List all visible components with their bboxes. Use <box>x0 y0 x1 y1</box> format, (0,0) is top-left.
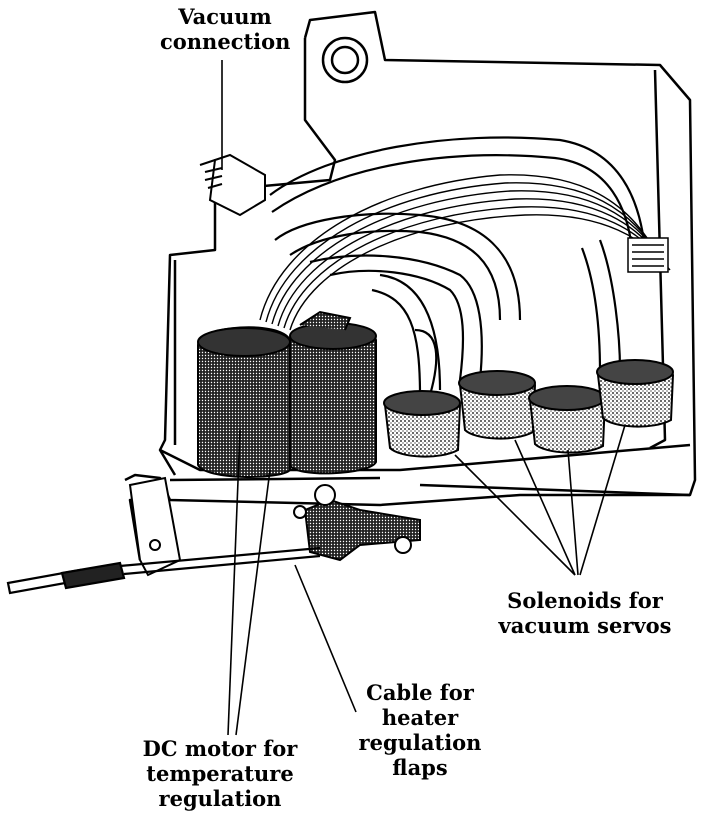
leader-dc-motor-1 <box>227 429 241 736</box>
label-line: regulation <box>358 730 482 755</box>
solenoid <box>528 385 607 454</box>
leader-solenoid-4 <box>579 424 626 576</box>
label-line: regulation <box>158 786 282 811</box>
leader-solenoid-3 <box>567 449 579 576</box>
control-cable <box>6 546 321 595</box>
wire-bundle <box>259 174 671 331</box>
solenoid <box>458 370 537 440</box>
flap-lever <box>293 484 421 562</box>
label-line: vacuum servos <box>498 613 672 638</box>
label-vacuum-connection: Vacuum connection <box>160 4 290 54</box>
label-line: Cable for <box>366 680 474 705</box>
label-line: Solenoids for <box>507 588 663 613</box>
solenoid <box>383 390 462 458</box>
cable-bracket <box>128 476 182 577</box>
label-line: DC motor for <box>142 736 298 761</box>
label-dc-motor: DC motor for temperature regulation <box>115 736 325 811</box>
vacuum-connection-fitting <box>199 153 266 217</box>
label-solenoids: Solenoids for vacuum servos <box>490 588 680 638</box>
label-line: temperature <box>146 761 294 786</box>
leader-dc-motor-2 <box>235 469 271 736</box>
label-cable: Cable for heater regulation flaps <box>340 680 500 780</box>
mounting-hole <box>321 36 369 84</box>
label-line: flaps <box>392 755 448 780</box>
connector-block <box>627 237 669 273</box>
solenoid <box>596 359 675 428</box>
leader-solenoid-1 <box>454 454 576 576</box>
label-line: heater <box>381 705 459 730</box>
leader-cable <box>294 564 357 713</box>
label-line: connection <box>160 29 291 54</box>
label-line: Vacuum <box>178 4 272 29</box>
dc-motor <box>197 310 377 478</box>
leader-solenoid-2 <box>514 439 576 576</box>
leader-lines <box>221 60 626 736</box>
solenoids <box>383 359 675 458</box>
